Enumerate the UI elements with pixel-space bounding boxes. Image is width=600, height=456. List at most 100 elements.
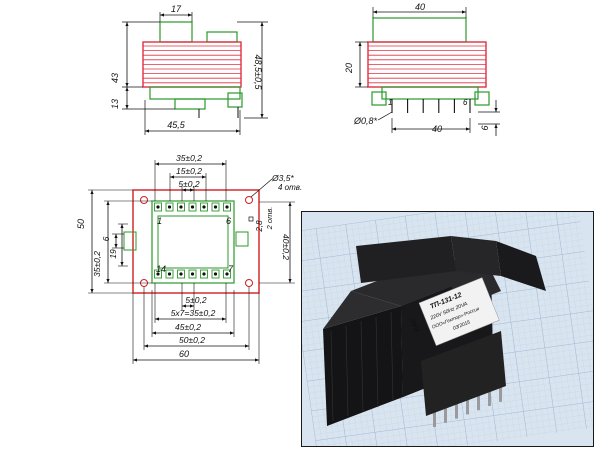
dim-top-35: 35±0,2 [176,153,202,163]
side-core-laminations [143,45,241,84]
mount-hole-br [245,279,253,287]
top-bobbin [151,200,235,284]
dim-top-50-left: 50 [76,219,86,229]
pad-hole [225,272,229,276]
pad-hole [213,272,218,276]
front-bobbin-top [372,17,467,43]
transformer-pins [433,385,502,427]
pad [211,202,220,212]
dim-front-6: 6 [480,125,490,130]
top-view: 1 6 14 7 35±0,2 15±0,2 5±0,2 Ø3,5* 4 отв… [76,153,302,364]
pad [165,269,174,279]
side-bobbin-tab [206,31,238,43]
top-pads [154,202,231,279]
dim-front-20: 20 [344,63,354,74]
front-pins [391,99,471,113]
pad-hole [213,205,218,209]
transformer-label [418,277,500,346]
pad [177,269,185,279]
dim-top-5: 5±0,2 [178,179,199,189]
dim-top-15: 15±0,2 [176,166,202,176]
photo-pin [499,385,502,402]
top-side-tab-right [235,231,249,247]
dim-side-43: 43 [110,73,120,83]
pcb-outline [132,189,260,294]
pad [165,202,174,212]
pad-hole [167,205,172,209]
pad-hole [156,272,160,276]
photo-pin [488,390,491,406]
pad [200,202,208,212]
dim-side-13: 13 [110,99,120,109]
photo-pin [444,406,447,423]
pin-header [421,331,506,416]
top-pin-7: 7 [228,264,234,274]
bobbin-top-center [451,236,501,276]
pad [188,202,197,212]
pad-hole [190,205,195,209]
pad [154,202,162,212]
front-view: 1 6 40 20 Ø0,8* 40 6 [344,2,500,136]
dim-bottom-50: 50±0,2 [179,335,205,345]
top-side-tab-left [123,231,137,251]
dim-bottom-45: 45±0,2 [175,322,201,332]
dim-side-45-5: 45,5 [167,120,186,130]
front-core-laminations [368,45,486,84]
pad [177,202,185,212]
transformer-body [323,236,546,427]
hole-note-count: 4 отв. [278,183,302,192]
hole-note-dia: Ø3,5* [271,173,294,183]
pad [200,269,208,279]
mount-hole-tl [140,196,148,204]
dim-top-35-left: 35±0,2 [92,251,102,277]
dim-side-48: 48,5±0,5 [253,55,263,91]
dim-side-17: 17 [171,4,182,14]
bobbin-top-right [496,241,546,291]
photo-pin [477,394,480,411]
dim-bottom-5: 5±0,2 [185,295,206,305]
pad [188,269,197,279]
pad-hole [202,272,206,276]
top-pin-6: 6 [226,216,231,226]
side-base-foot [174,98,206,110]
dim-front-40: 40 [415,2,425,12]
pad-hole [179,205,183,209]
photo-pin [455,402,458,419]
product-photo: ТП-131-12 220V 50Hz 20VA ООО«Гектор»-Рос… [301,211,594,447]
pad-hole [202,205,206,209]
side-view: 17 43 13 48,5±0,5 45,5 [110,4,268,135]
side-bobbin-top [159,21,193,43]
pad [223,202,231,212]
pin-note-size: 2,8 [255,220,264,233]
front-bobbin-base [381,86,479,100]
dim-bottom-5x7: 5x7=35±0,2 [171,308,216,318]
front-pin-1: 1 [388,98,392,107]
dim-top-40-right: 40±0,2 [281,234,291,260]
photo-frame [301,211,594,447]
dim-front-pin-dia: Ø0,8* [353,116,378,126]
front-foot-right [474,91,490,106]
pad [154,269,162,279]
pad-hole [179,272,183,276]
side-pin-block [227,92,243,108]
dim-front-40b: 40 [432,124,442,134]
top-pin-1: 1 [157,216,162,226]
pad [211,269,220,279]
front-pin-6: 6 [463,98,468,107]
photo-pin [433,411,436,427]
core-top [356,236,456,283]
mount-hole-tr [245,196,253,204]
pad-hole [167,272,172,276]
pin-note-count: 2 отв. [265,207,274,231]
dim-top-19: 19 [108,249,118,259]
side-bobbin-base [149,86,241,100]
dim-top-6: 6 [101,236,111,241]
pad-hole [156,205,160,209]
photo-pin [466,398,469,415]
top-pin-14: 14 [156,264,166,274]
top-bobbin-inner [157,215,229,269]
pad [223,269,231,279]
dim-bottom-60: 60 [179,349,189,359]
